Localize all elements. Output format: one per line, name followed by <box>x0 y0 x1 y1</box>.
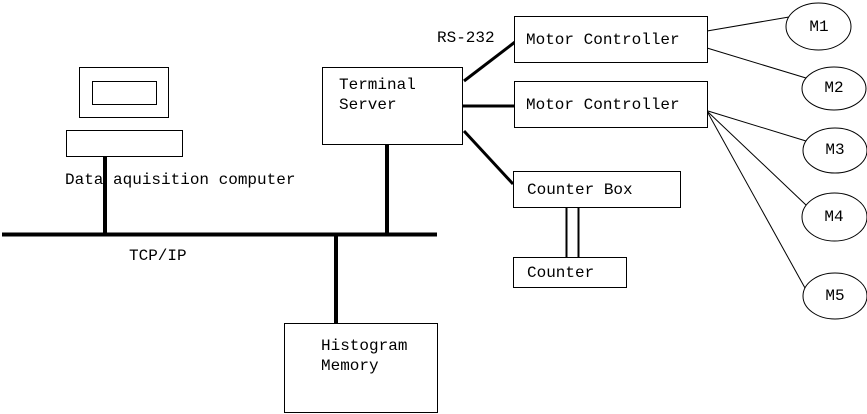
counter-box: Counter <box>513 257 627 288</box>
rs232-link-to-counter-box <box>462 129 515 186</box>
motor-m2-ellipse <box>801 66 867 111</box>
rs232-link-to-motor-controller-1 <box>463 40 516 83</box>
motor-m4-ellipse <box>801 192 867 242</box>
histogram-memory-box: Histogram Memory <box>284 323 438 413</box>
motor-controller-1-box: Motor Controller <box>514 16 708 63</box>
motor-m1-label: M1 <box>809 18 829 36</box>
motor-m2-label: M2 <box>824 79 844 97</box>
motor-m5-ellipse <box>802 272 867 320</box>
motor-m4-label: M4 <box>824 208 844 226</box>
histogram-memory-label: Histogram Memory <box>321 337 408 375</box>
terminal-server-label: Terminal Server <box>339 76 416 114</box>
motor-link-m3 <box>707 110 807 142</box>
motor-controller-2-label: Motor Controller <box>526 95 680 114</box>
motor-controller-2-box: Motor Controller <box>514 81 708 128</box>
motor-link-m2 <box>706 47 807 79</box>
motor-m1-ellipse <box>785 2 852 51</box>
motor-link-m4 <box>707 111 807 206</box>
computer-screen-icon <box>92 81 157 105</box>
tcpip-label: TCP/IP <box>129 247 187 265</box>
motor-controller-1-label: Motor Controller <box>526 30 680 49</box>
counter-box-label: Counter Box <box>527 180 633 199</box>
motor-m3-ellipse <box>802 127 867 174</box>
motor-link-m1 <box>706 16 790 32</box>
motor-m3-label: M3 <box>825 141 845 159</box>
counter-label: Counter <box>527 263 595 282</box>
computer-caption: Data aquisition computer <box>65 171 296 189</box>
terminal-server-box: Terminal Server <box>322 67 463 145</box>
computer-keyboard-icon <box>66 130 183 157</box>
counter-box-box: Counter Box <box>513 171 681 208</box>
motor-m5-label: M5 <box>825 287 845 305</box>
motor-link-m5 <box>707 112 806 289</box>
rs232-label: RS-232 <box>437 29 495 47</box>
